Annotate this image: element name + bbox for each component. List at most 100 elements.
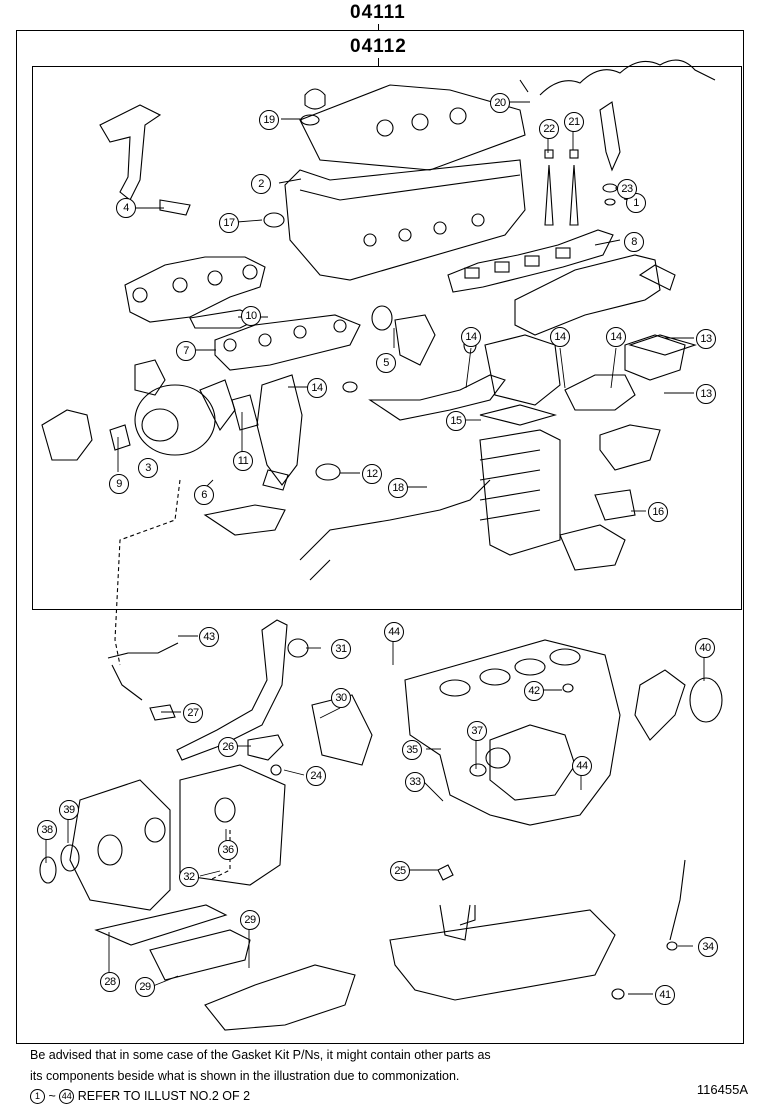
- callout-26[interactable]: 26: [218, 737, 238, 757]
- callout-8[interactable]: 8: [624, 232, 644, 252]
- exhaust-manifold-drawing: [124, 256, 266, 323]
- callout-leaders: [45, 101, 705, 995]
- callout-42[interactable]: 42: [524, 681, 544, 701]
- callout-25[interactable]: 25: [390, 861, 410, 881]
- callout-4[interactable]: 4: [116, 198, 136, 218]
- callout-17[interactable]: 17: [219, 213, 239, 233]
- callout-40[interactable]: 40: [695, 638, 715, 658]
- gasket-kit-note-line-1: Be advised that in some case of the Gask…: [30, 1048, 491, 1062]
- callout-41[interactable]: 41: [655, 985, 675, 1005]
- callout-32[interactable]: 32: [179, 867, 199, 887]
- pan-drain-gasket-drawing: [611, 988, 625, 1000]
- callout-43[interactable]: 43: [199, 627, 219, 647]
- front-cover-drawing: [69, 779, 171, 911]
- turbo-oil-pipe-drawing: [107, 642, 179, 701]
- oil-filter-bracket-drawing: [204, 964, 356, 1031]
- callout-18[interactable]: 18: [388, 478, 408, 498]
- throttle-body-drawing: [599, 424, 661, 471]
- injector-lines-drawing: [519, 59, 716, 226]
- egr-pipe-drawing: [368, 374, 506, 421]
- callout-9[interactable]: 9: [109, 474, 129, 494]
- callout-21[interactable]: 21: [564, 112, 584, 132]
- block-plug-drawing: [562, 683, 574, 693]
- gasket-kit-note-line-2: its components beside what is shown in t…: [30, 1069, 460, 1083]
- callout-22[interactable]: 22: [539, 119, 559, 139]
- head-cover-drawing: [299, 84, 526, 171]
- ref-text: REFER TO ILLUST NO.2 OF 2: [77, 1089, 251, 1103]
- dashed-leader-drawing: [114, 479, 181, 666]
- timing-cover-drawing: [179, 764, 286, 886]
- egr-valve-drawing: [463, 334, 561, 406]
- callout-34[interactable]: 34: [698, 937, 718, 957]
- oil-cooler-gasket-drawing: [94, 904, 228, 946]
- ref-tilde: ~: [48, 1089, 56, 1103]
- callout-14d[interactable]: 14: [606, 327, 626, 347]
- egr-gasket-drawing: [628, 334, 697, 356]
- oil-cooler-drawing: [149, 929, 251, 981]
- callout-7[interactable]: 7: [176, 341, 196, 361]
- callout-28[interactable]: 28: [100, 972, 120, 992]
- callout-11[interactable]: 11: [233, 451, 253, 471]
- egr-outlet-drawing: [564, 334, 686, 411]
- callout-20[interactable]: 20: [490, 93, 510, 113]
- callout-38[interactable]: 38: [37, 820, 57, 840]
- exhaust-gasket-drawing: [214, 314, 361, 371]
- callout-13a[interactable]: 13: [696, 329, 716, 349]
- drain-plug-drawing: [437, 864, 454, 881]
- callout-24[interactable]: 24: [306, 766, 326, 786]
- egr-cooler-drawing: [479, 429, 561, 556]
- harness-drawing: [299, 479, 491, 581]
- oil-seal-drawing: [315, 463, 341, 481]
- callout-44a[interactable]: 44: [384, 622, 404, 642]
- exhaust-pipe-drawing: [256, 374, 303, 491]
- callout-14a[interactable]: 14: [307, 378, 327, 398]
- callout-36[interactable]: 36: [218, 840, 238, 860]
- callout-13b[interactable]: 13: [696, 384, 716, 404]
- callout-2[interactable]: 2: [251, 174, 271, 194]
- dipstick-guide-drawing: [669, 859, 686, 941]
- seal-ring-drawing: [263, 212, 285, 228]
- cylinder-head-drawing: [284, 159, 526, 281]
- inner-kit-code: 04112: [350, 36, 407, 57]
- turbo-inlet-elbow-drawing: [41, 409, 93, 461]
- callout-29b[interactable]: 29: [135, 977, 155, 997]
- callout-14c[interactable]: 14: [550, 327, 570, 347]
- callout-3[interactable]: 3: [138, 458, 158, 478]
- callout-16[interactable]: 16: [648, 502, 668, 522]
- callout-23[interactable]: 23: [617, 179, 637, 199]
- callout-27[interactable]: 27: [183, 703, 203, 723]
- pump-o-ring-drawing: [469, 763, 487, 777]
- callout-12[interactable]: 12: [362, 464, 382, 484]
- outer-kit-leader: [378, 24, 379, 31]
- callout-37[interactable]: 37: [467, 721, 487, 741]
- ref-start-circle: 1: [30, 1089, 45, 1105]
- outer-kit-frame: [16, 30, 744, 1044]
- inner-kit-leader: [378, 58, 379, 67]
- egr-cooler-gasket-drawing: [479, 404, 558, 426]
- callout-10[interactable]: 10: [241, 306, 261, 326]
- small-gasket-drawing: [270, 764, 282, 776]
- callout-30[interactable]: 30: [331, 688, 351, 708]
- callout-6[interactable]: 6: [194, 485, 214, 505]
- callout-29a[interactable]: 29: [240, 910, 260, 930]
- callout-5[interactable]: 5: [376, 353, 396, 373]
- inner-kit-frame: [32, 66, 742, 610]
- intake-manifold-drawing: [514, 254, 676, 336]
- callout-19[interactable]: 19: [259, 110, 279, 130]
- rear-oil-seal-drawing: [689, 677, 723, 723]
- callout-15[interactable]: 15: [446, 411, 466, 431]
- callout-33[interactable]: 33: [405, 772, 425, 792]
- callout-35[interactable]: 35: [402, 740, 422, 760]
- callout-44b[interactable]: 44: [572, 756, 592, 776]
- injection-pump-drawing: [485, 724, 576, 801]
- illustration-reference: 1 ~ 44 REFER TO ILLUST NO.2 OF 2: [30, 1089, 251, 1105]
- callout-14b[interactable]: 14: [461, 327, 481, 347]
- callout-31[interactable]: 31: [331, 639, 351, 659]
- throttle-gasket-drawing: [594, 489, 636, 521]
- ref-end-circle: 44: [59, 1089, 75, 1105]
- callout-39[interactable]: 39: [59, 800, 79, 820]
- cover-seal-drawing: [60, 844, 80, 872]
- figure-number: 116455A: [696, 1082, 748, 1097]
- oil-pan-drawing: [389, 904, 616, 1001]
